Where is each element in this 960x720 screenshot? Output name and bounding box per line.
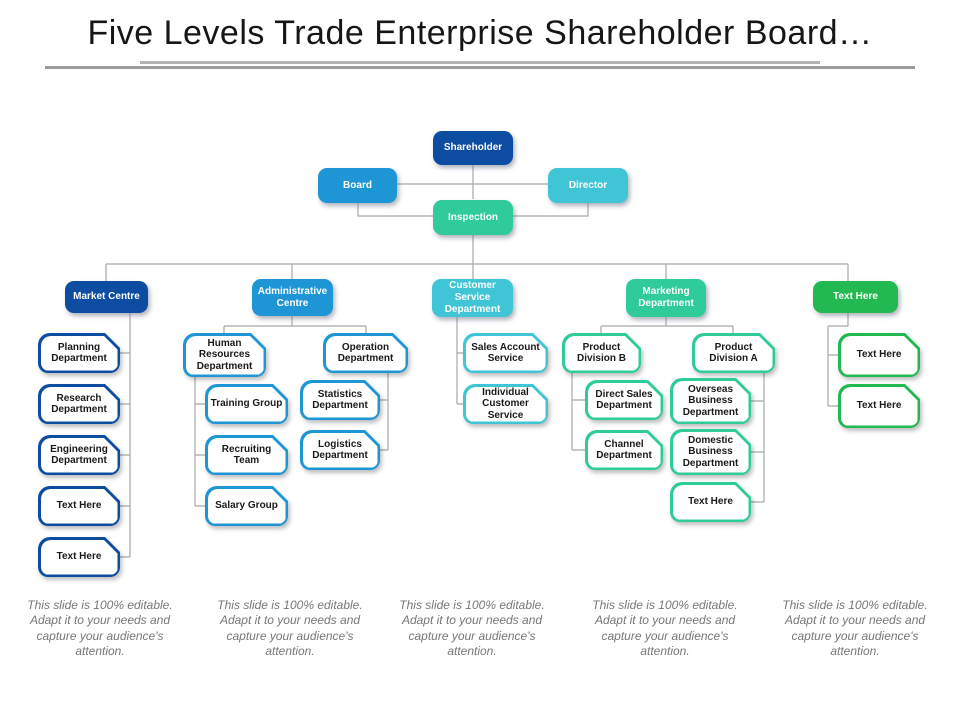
node-label: Planning Department: [51, 341, 107, 364]
node-inner: Statistics Department: [303, 383, 378, 418]
node-inner: Overseas Business Department: [673, 381, 749, 422]
footer-note-1: This slide is 100% editable. Adapt it to…: [27, 598, 173, 659]
node-inner: Individual Customer Service: [466, 387, 546, 422]
org-node-inspection: Inspection: [433, 200, 513, 235]
node-label: Research Department: [51, 392, 107, 415]
node-inner: Text Here: [41, 540, 118, 575]
org-node-channel-department: Channel Department: [585, 430, 663, 470]
node-inner: Text Here: [841, 387, 918, 426]
node-inner: Training Group: [208, 387, 286, 422]
org-node-logistics-department: Logistics Department: [300, 430, 380, 470]
node-inner: Recruiting Team: [208, 438, 286, 473]
node-label: Individual Customer Service: [482, 386, 529, 421]
node-inner: Research Department: [41, 387, 118, 422]
footer-note-3: This slide is 100% editable. Adapt it to…: [399, 598, 545, 659]
org-node-planning-department: Planning Department: [38, 333, 120, 373]
org-node-salary-group: Salary Group: [205, 486, 288, 526]
footer-note-4: This slide is 100% editable. Adapt it to…: [592, 598, 738, 659]
org-node-statistics-department: Statistics Department: [300, 380, 380, 420]
node-inner: Logistics Department: [303, 433, 378, 468]
org-node-market-centre: Market Centre: [65, 281, 148, 313]
title-divider-top: [140, 61, 820, 64]
node-label: Text Here: [56, 551, 102, 563]
org-node-text-here-header: Text Here: [813, 281, 898, 313]
org-node-overseas-business-department: Overseas Business Department: [670, 378, 751, 424]
node-label: Recruiting Team: [221, 443, 272, 466]
node-label: Overseas Business Department: [682, 383, 739, 418]
node-label: Human Resources Department: [196, 337, 253, 372]
org-node-sales-account-service: Sales Account Service: [463, 333, 548, 373]
node-label: Engineering Department: [50, 443, 108, 466]
org-node-branch5-text-1: Text Here: [838, 333, 920, 377]
org-node-branch5-text-2: Text Here: [838, 384, 920, 428]
node-inner: Sales Account Service: [466, 336, 546, 371]
node-label: Salary Group: [215, 500, 278, 512]
node-label: Text Here: [856, 400, 902, 412]
node-label: Text Here: [56, 500, 102, 512]
node-inner: Text Here: [841, 336, 918, 375]
org-node-board: Board: [318, 168, 397, 203]
node-label: Sales Account Service: [471, 341, 540, 364]
node-label: Channel Department: [596, 438, 652, 461]
org-node-direct-sales-department: Direct Sales Department: [585, 380, 663, 420]
node-label: Domestic Business Department: [682, 434, 739, 469]
org-node-engineering-department: Engineering Department: [38, 435, 120, 475]
node-label: Product Division A: [709, 341, 758, 364]
org-node-marketing-text: Text Here: [670, 482, 751, 522]
org-node-administrative-centre: Administrative Centre: [252, 279, 333, 316]
org-node-operation-department: Operation Department: [323, 333, 408, 373]
node-label: Logistics Department: [312, 438, 368, 461]
org-node-human-resources-department: Human Resources Department: [183, 333, 266, 377]
node-inner: Planning Department: [41, 336, 118, 371]
node-inner: Salary Group: [208, 489, 286, 524]
node-label: Training Group: [210, 398, 283, 410]
org-node-marketing-department: Marketing Department: [626, 279, 706, 317]
org-node-product-division-b: Product Division B: [562, 333, 641, 373]
org-node-domestic-business-department: Domestic Business Department: [670, 429, 751, 475]
node-label: Text Here: [688, 496, 733, 508]
footer-note-2: This slide is 100% editable. Adapt it to…: [217, 598, 363, 659]
node-label: Direct Sales Department: [595, 388, 653, 411]
page-title: Five Levels Trade Enterprise Shareholder…: [87, 14, 873, 52]
footer-note-5: This slide is 100% editable. Adapt it to…: [782, 598, 928, 659]
node-label: Statistics Department: [312, 388, 368, 411]
org-node-director: Director: [548, 168, 628, 203]
org-node-recruiting-team: Recruiting Team: [205, 435, 288, 475]
org-node-individual-customer-service: Individual Customer Service: [463, 384, 548, 424]
node-inner: Product Division B: [565, 336, 639, 371]
org-node-shareholder: Shareholder: [433, 131, 513, 165]
node-inner: Text Here: [41, 489, 118, 524]
node-label: Operation Department: [337, 341, 394, 364]
org-node-market-text-2: Text Here: [38, 537, 120, 577]
org-node-research-department: Research Department: [38, 384, 120, 424]
org-node-customer-service-department: Customer Service Department: [432, 279, 513, 317]
node-inner: Direct Sales Department: [588, 383, 661, 418]
node-inner: Domestic Business Department: [673, 432, 749, 473]
org-node-product-division-a: Product Division A: [692, 333, 775, 373]
node-inner: Product Division A: [695, 336, 773, 371]
node-inner: Text Here: [673, 485, 749, 520]
node-inner: Human Resources Department: [186, 336, 264, 375]
title-divider: [45, 66, 915, 69]
node-label: Text Here: [856, 349, 902, 361]
node-inner: Engineering Department: [41, 438, 118, 473]
node-label: Product Division B: [577, 341, 626, 364]
org-node-market-text-1: Text Here: [38, 486, 120, 526]
node-inner: Operation Department: [326, 336, 406, 371]
org-node-training-group: Training Group: [205, 384, 288, 424]
node-inner: Channel Department: [588, 433, 661, 468]
